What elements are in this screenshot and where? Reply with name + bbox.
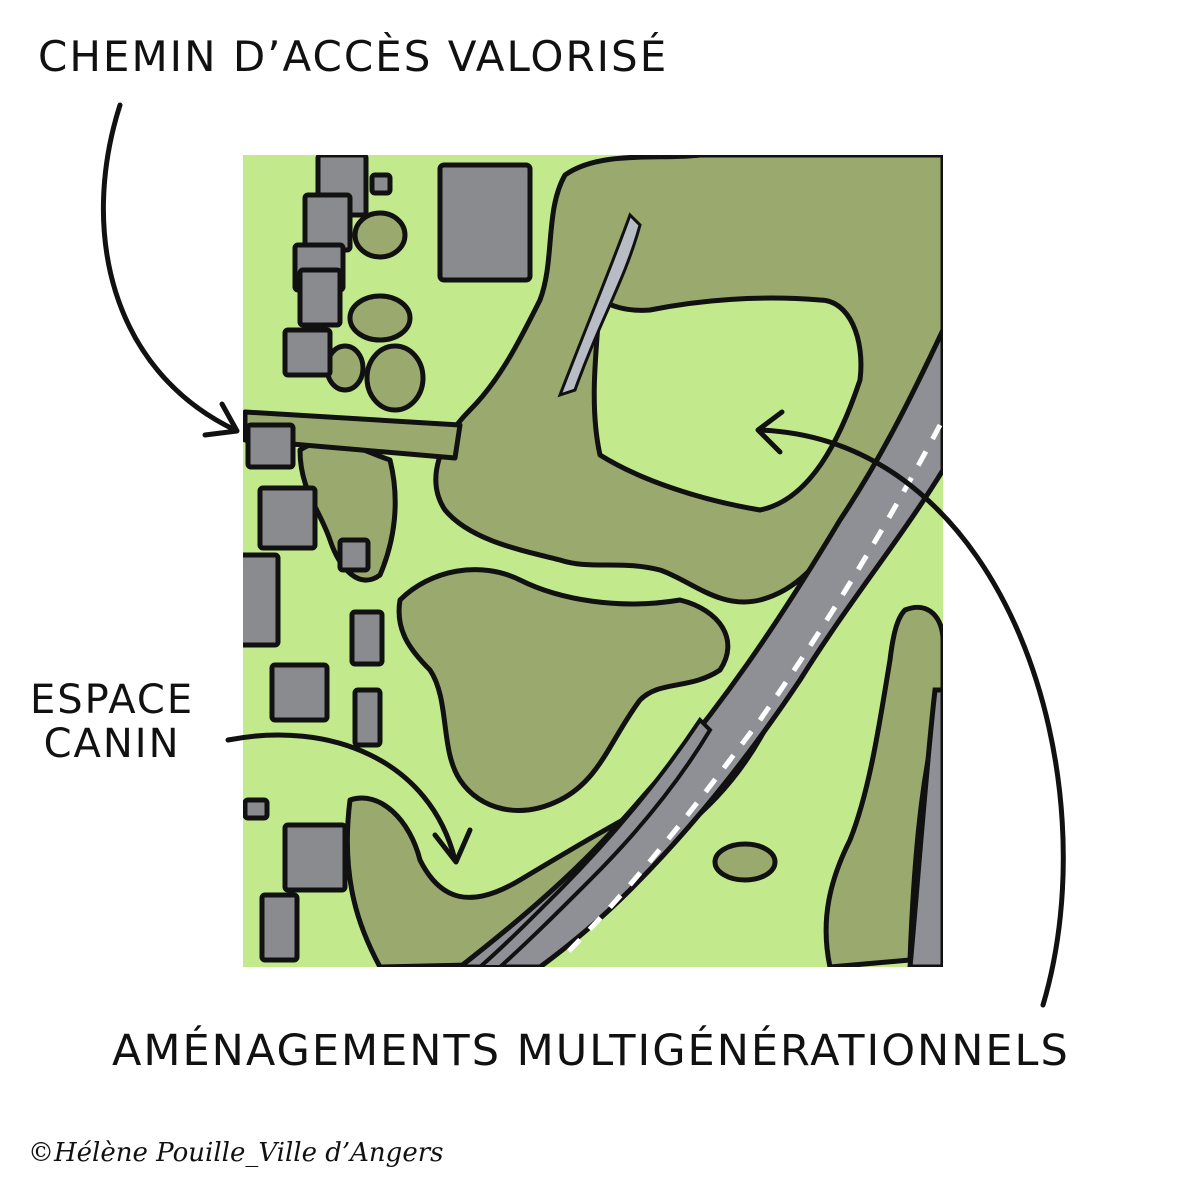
building — [243, 552, 281, 648]
building — [369, 172, 393, 196]
tree-clump — [364, 343, 426, 413]
tree-clump — [352, 210, 408, 260]
building — [257, 485, 318, 551]
access-path — [243, 409, 463, 461]
building — [282, 822, 348, 893]
label-espace-line2: CANIN — [43, 721, 181, 767]
building — [245, 422, 296, 470]
road-center-line — [558, 423, 943, 962]
arrow-espace-head — [432, 827, 473, 865]
building — [243, 797, 270, 821]
side-lane — [476, 716, 713, 967]
building — [349, 609, 385, 667]
label-espace-line1: ESPACE — [30, 677, 195, 723]
tree-clump — [712, 841, 778, 883]
wooded-area-south-lobe — [396, 567, 731, 813]
label-espace-canin: ESPACE CANIN — [30, 678, 194, 766]
woodland-path — [557, 212, 642, 398]
building — [337, 537, 371, 573]
building — [297, 267, 343, 328]
building — [352, 687, 383, 748]
arrow-chemin — [100, 102, 238, 433]
arrow-chemin-head — [202, 401, 240, 438]
arrow-espace — [225, 732, 458, 863]
building — [269, 662, 330, 723]
building — [302, 192, 353, 253]
tree-clump — [347, 293, 413, 343]
building — [437, 162, 533, 283]
arrow-amenagements — [757, 427, 1066, 1008]
buildings — [243, 155, 533, 963]
label-amenagements: AMÉNAGEMENTS MULTIGÉNÉRATIONNELS — [112, 1026, 1070, 1076]
arrow-amenagements-head — [755, 409, 785, 455]
label-chemin-acces: CHEMIN D’ACCÈS VALORISÉ — [38, 32, 669, 81]
building — [282, 327, 333, 378]
east-road — [907, 687, 943, 967]
wooded-area-east — [823, 604, 943, 967]
main-road — [457, 327, 943, 967]
building — [259, 892, 300, 963]
credit-text: ©Hélène Pouille_Ville d’Angers — [28, 1138, 444, 1168]
